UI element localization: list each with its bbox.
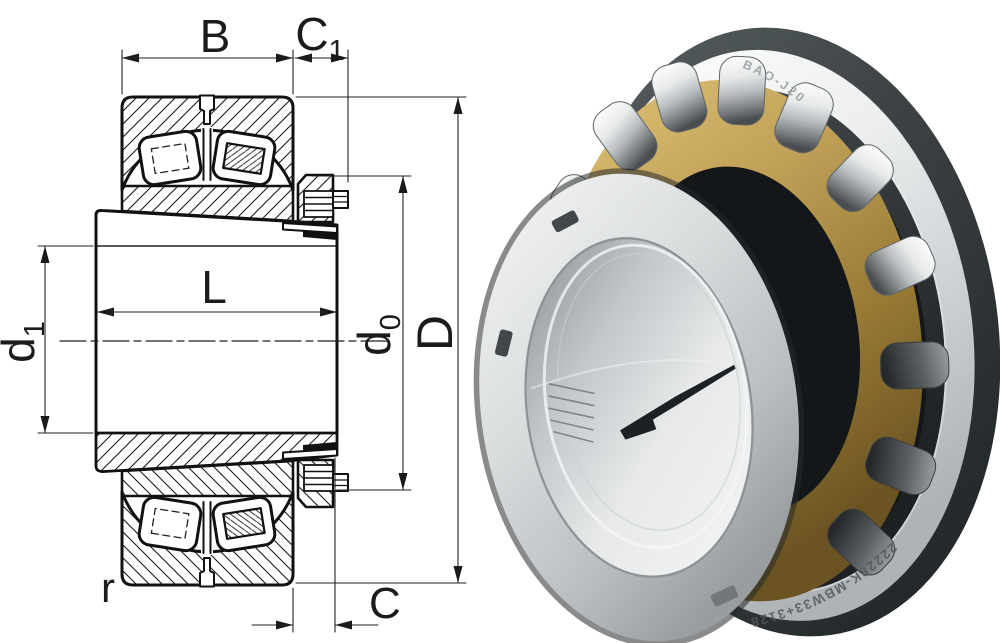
sleeve-bore (526, 239, 752, 576)
roller (864, 235, 936, 296)
dim-C (251, 457, 379, 633)
dimension-labels: B C1 L d1 d0 D r C (0, 8, 463, 628)
locknut-section (296, 173, 335, 224)
nut-slot (494, 329, 513, 357)
inner-ring-section (120, 184, 295, 223)
roller (826, 144, 894, 213)
bearing-upper-half (120, 94, 349, 240)
bore-slit (620, 364, 736, 440)
dim-label-d1: d1 (0, 321, 51, 363)
nut-slot (551, 210, 579, 233)
bore-far-rim (542, 243, 749, 550)
roller (774, 82, 834, 154)
dim-label-B: B (200, 10, 231, 62)
roller (827, 508, 896, 576)
bearing-photo: BAO-J20 22228K-MBW33+3128 (473, 27, 1000, 643)
lock-washer-section (282, 222, 338, 240)
roller (865, 436, 937, 496)
dim-d0 (311, 175, 412, 491)
dim-label-r: r (101, 564, 115, 611)
dimension-drawing: B C1 L d1 d0 D r C (0, 8, 467, 633)
dim-D (295, 96, 467, 584)
cage-pocket-dashed (150, 142, 190, 175)
roller-left-section (137, 129, 203, 187)
nut-slot (710, 585, 738, 607)
lubrication-groove (199, 94, 215, 125)
locknut-face (479, 173, 799, 642)
dim-label-C1: C1 (295, 8, 344, 67)
bore-far-rim-2 (557, 252, 741, 531)
guide-ring (201, 127, 213, 181)
cage-bar-section (222, 142, 266, 175)
dim-C1 (294, 49, 349, 183)
dim-label-d0: d0 (348, 314, 407, 356)
washer-shadow (473, 168, 805, 643)
dim-d1 (37, 245, 94, 434)
dim-label-C: C (369, 579, 401, 628)
dim-L (96, 307, 338, 317)
roller (592, 101, 658, 171)
dim-label-D: D (407, 315, 463, 351)
sleeve-thread-lines (548, 383, 595, 443)
bore-seam (531, 359, 731, 390)
roller (717, 55, 767, 126)
roller (880, 341, 950, 390)
dimension-lines (37, 49, 467, 633)
roller (651, 61, 708, 133)
thread-stub (332, 190, 349, 209)
roller-right-section (211, 129, 277, 187)
dim-B (121, 49, 294, 95)
dim-label-L: L (201, 261, 227, 313)
